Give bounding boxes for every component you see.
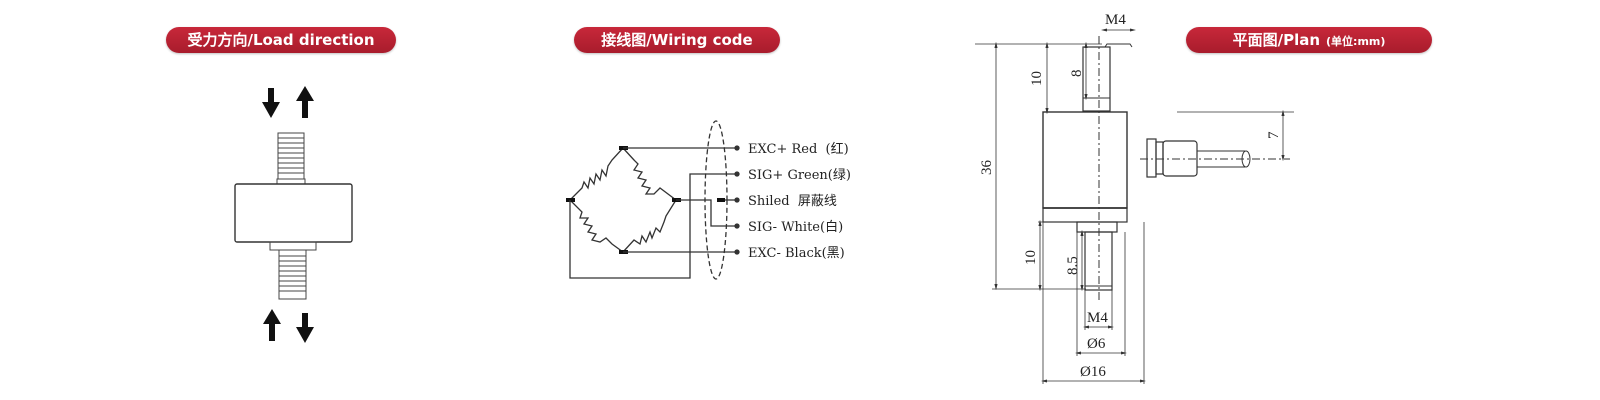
plan-title-text: 平面图/Plan <box>1232 31 1321 49</box>
wheatstone-bridge <box>569 147 677 253</box>
wire-label-exc-minus: EXC- Black(黑) <box>748 246 845 261</box>
plan-dimension-labels: M4 36 10 8 7 10 8.5 M4 Ø6 Ø16 <box>979 12 1282 380</box>
load-cell-body <box>234 183 353 243</box>
shield-ellipse <box>704 120 728 280</box>
top-threaded-stud <box>276 132 306 185</box>
arrow-up-icon <box>263 309 281 341</box>
wiring-code-title: 接线图/Wiring code <box>574 27 780 53</box>
bottom-threaded-stud <box>269 241 317 300</box>
arrow-up-icon <box>296 86 314 118</box>
plan-title: 平面图/Plan (单位:mm) <box>1186 27 1432 53</box>
load-direction-diagram <box>234 86 353 343</box>
wire-labels: EXC+ Red (红) SIG+ Green(绿) Shiled 屏蔽线 SI… <box>748 141 851 261</box>
wire-label-shield: Shiled 屏蔽线 <box>748 194 837 209</box>
wiring-code-title-text: 接线图/Wiring code <box>601 31 753 49</box>
dim-thread-top: M4 <box>1105 12 1126 28</box>
wiring-diagram <box>566 120 740 280</box>
dim-thread-bottom: M4 <box>1087 310 1108 326</box>
wire-label-sig-minus: SIG- White(白) <box>748 219 843 235</box>
dim-collar-diameter: Ø6 <box>1087 336 1106 352</box>
load-direction-title: 受力方向/Load direction <box>166 27 396 53</box>
wire-label-exc-plus: EXC+ Red (红) <box>748 141 849 157</box>
plan-drawing <box>975 28 1294 384</box>
dim-bottom-stud-height: 10 <box>1023 250 1039 265</box>
dim-total-height: 36 <box>979 160 995 176</box>
dim-top-thread-length: 8 <box>1069 70 1085 78</box>
arrow-down-icon <box>296 313 314 343</box>
dim-body-diameter: Ø16 <box>1080 364 1106 380</box>
wire-label-sig-plus: SIG+ Green(绿) <box>748 168 851 183</box>
dimension-lines <box>975 28 1294 384</box>
dim-cable-offset: 7 <box>1266 131 1282 139</box>
load-direction-title-text: 受力方向/Load direction <box>187 31 375 49</box>
plan-unit: (单位:mm) <box>1326 35 1386 48</box>
arrow-down-icon <box>262 88 280 118</box>
dim-bottom-thread-length: 8.5 <box>1065 256 1081 275</box>
dim-top-stud-height: 10 <box>1029 71 1045 86</box>
